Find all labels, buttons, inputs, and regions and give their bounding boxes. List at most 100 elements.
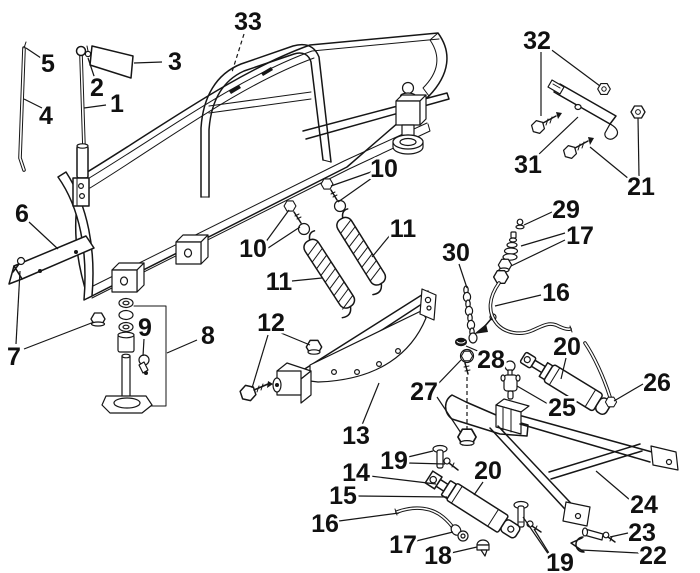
clevis-pin-lower	[513, 500, 529, 528]
hitch-screw	[602, 531, 616, 543]
adjust-bolt	[459, 348, 475, 429]
leader-line-17	[415, 531, 454, 542]
coil-spring-right	[336, 208, 387, 296]
part-number-5: 5	[41, 50, 55, 78]
leader-line-30	[458, 263, 468, 289]
leader-line-8	[166, 339, 198, 354]
group-bracket	[133, 305, 167, 407]
stand-ring-pin	[138, 354, 150, 375]
leader-line-16	[494, 294, 542, 307]
part-number-30: 30	[442, 239, 470, 267]
leader-line-18	[450, 546, 478, 554]
leader-line-12	[251, 334, 269, 389]
eyebolt-right	[320, 178, 347, 213]
leader-line-3	[133, 61, 163, 64]
part-number-19: 19	[380, 447, 408, 475]
leader-line-25	[516, 385, 549, 405]
leader-line-11	[291, 277, 323, 282]
lift-frame	[489, 415, 679, 527]
hairpin-clip	[570, 536, 585, 553]
coil-spring-left	[303, 230, 356, 319]
eyebolt-left	[283, 200, 311, 236]
edge-bolt	[12, 256, 26, 273]
leader-line-27	[436, 359, 462, 386]
callout-layer: 1234567891011101112131415161617171819192…	[5, 6, 674, 573]
hinge-block-left	[111, 262, 145, 293]
chain-anchor-nut	[455, 337, 467, 347]
hose-fittings-upper	[492, 258, 513, 284]
turnbuckle-link	[583, 341, 618, 408]
part-number-31: 31	[514, 151, 542, 179]
part-number-16: 16	[542, 279, 570, 307]
leader-line-10	[264, 226, 301, 251]
part-number-8: 8	[201, 322, 215, 350]
hinge-block-right	[175, 234, 209, 265]
part-number-7: 7	[7, 343, 21, 371]
leader-line-24	[595, 470, 631, 501]
leader-line-2	[87, 57, 96, 80]
lift-chain	[462, 285, 478, 344]
marker-flag	[89, 45, 134, 79]
marker-rod	[18, 41, 27, 172]
pivot-bolt	[239, 381, 273, 402]
leader-line-19	[407, 462, 446, 465]
part-number-10: 10	[239, 235, 267, 263]
leader-line-6	[28, 221, 59, 250]
leader-line-10	[337, 177, 373, 203]
part-number-13: 13	[342, 422, 370, 450]
part-number-12: 12	[257, 309, 285, 337]
part-number-27: 27	[410, 378, 438, 406]
leader-line-1	[83, 104, 107, 109]
part-number-32: 32	[523, 27, 551, 55]
leader-line-4	[23, 98, 43, 109]
leader-line-23	[609, 532, 629, 538]
leader-line-19	[407, 450, 434, 458]
leader-line-21	[637, 117, 640, 177]
bracket-nut-upper	[597, 83, 611, 95]
leader-line-21	[589, 146, 630, 180]
part-number-21: 21	[627, 173, 655, 201]
part-number-17: 17	[389, 531, 417, 559]
rubber-boot	[502, 231, 519, 261]
pin-screw-upper	[443, 457, 459, 471]
leader-line-14	[369, 475, 437, 485]
leader-line-13	[361, 382, 380, 426]
leader-line-10	[264, 209, 290, 244]
part-number-23: 23	[628, 519, 656, 547]
pin-screw-lower	[526, 520, 542, 533]
leader-line-11	[371, 233, 392, 258]
part-number-4: 4	[39, 102, 53, 130]
part-number-16: 16	[311, 510, 339, 538]
adjust-nut	[457, 428, 477, 447]
part-number-24: 24	[630, 491, 658, 519]
lift-cylinder	[424, 470, 521, 539]
bracket-nut-lower	[630, 105, 646, 119]
part-number-6: 6	[15, 200, 29, 228]
part-number-22: 22	[639, 542, 667, 570]
hitch-pin	[581, 527, 604, 541]
leader-line-10	[330, 171, 372, 187]
leader-line-17	[520, 232, 566, 247]
leader-line-29	[523, 211, 553, 226]
part-number-29: 29	[552, 196, 580, 224]
leader-line-12	[280, 332, 311, 346]
moldboard-blade	[75, 32, 448, 299]
part-number-3: 3	[168, 48, 182, 76]
part-number-20: 20	[474, 457, 502, 485]
part-number-33: 33	[234, 8, 262, 36]
part-number-10: 10	[370, 155, 398, 183]
top-edge-tab	[229, 85, 241, 94]
leader-line-32	[548, 47, 601, 87]
part-number-19: 19	[546, 549, 574, 573]
a-frame	[272, 288, 437, 404]
leader-line-28	[465, 345, 481, 353]
part-number-18: 18	[424, 542, 452, 570]
part-number-17: 17	[566, 222, 594, 250]
bracket-bolt-upper	[530, 112, 562, 134]
leader-line-22	[580, 549, 640, 554]
leader-line-15	[356, 495, 448, 498]
part-number-1: 1	[110, 90, 124, 118]
hydraulic-hose-upper	[488, 281, 573, 335]
blade-stand	[101, 297, 167, 414]
